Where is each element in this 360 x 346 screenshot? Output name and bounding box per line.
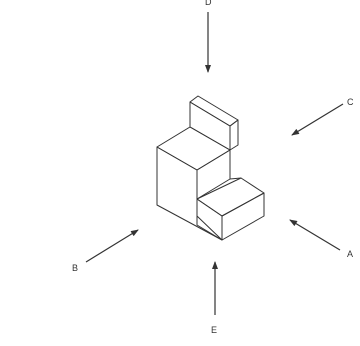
view-arrows [85, 12, 344, 315]
solid-lower-right-face [221, 192, 265, 241]
label-d: D [205, 0, 212, 7]
label-e: E [211, 325, 217, 335]
solid-back-front-face [189, 101, 231, 151]
solid-upper-step-top-face [156, 126, 231, 171]
solid-back-top-face [189, 95, 239, 127]
label-b: B [72, 263, 78, 273]
solid-inner-edge [229, 177, 242, 180]
label-a: A [347, 249, 353, 259]
solid-left-face [156, 146, 223, 241]
solid-lower-step-top-face [196, 177, 265, 217]
label-c: C [347, 97, 354, 107]
arrow-a [289, 219, 341, 251]
arrow-c [291, 103, 344, 136]
arrow-b [85, 229, 139, 263]
view-labels: D C A B E [72, 0, 354, 335]
solid-back-side-face [229, 119, 239, 151]
isometric-solid [156, 95, 265, 241]
